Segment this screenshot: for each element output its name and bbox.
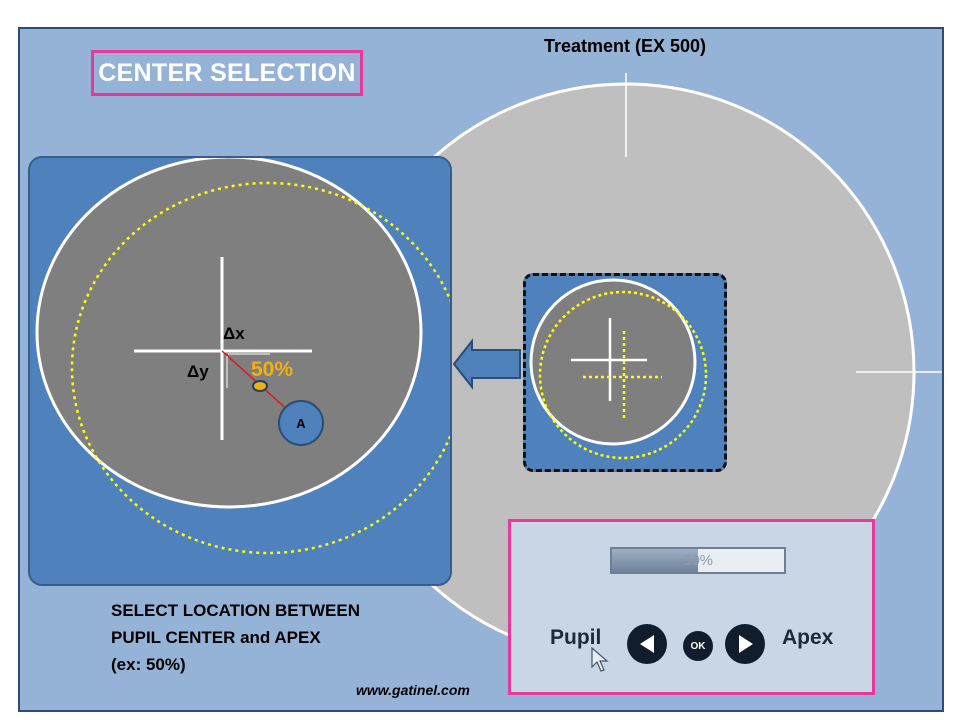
mouse-cursor-icon bbox=[591, 647, 609, 672]
instructions-line-2: PUPIL CENTER and APEX bbox=[111, 628, 321, 647]
ok-button[interactable]: OK bbox=[683, 631, 713, 661]
percent-progress-bar: 50% bbox=[610, 547, 786, 574]
pupil-label: Pupil bbox=[550, 626, 602, 649]
move-toward-apex-button[interactable] bbox=[725, 624, 765, 664]
progress-fill bbox=[612, 549, 698, 572]
zoomed-view-panel: A Δx Δy 50% bbox=[28, 156, 452, 586]
progress-text: 50% bbox=[682, 552, 714, 569]
diagram-frame: CENTER SELECTION Treatment (EX 500) A Δx… bbox=[18, 27, 944, 712]
apex-circle bbox=[278, 400, 324, 446]
eye-thumbnail bbox=[529, 278, 708, 460]
treatment-label: Treatment (EX 500) bbox=[543, 36, 707, 56]
apex-marker-label: A bbox=[296, 416, 306, 431]
triangle-left-icon bbox=[640, 635, 654, 653]
eye-thumbnail-panel bbox=[523, 273, 727, 472]
pupil-circle bbox=[35, 158, 423, 509]
thumbnail-pupil-circle bbox=[529, 278, 697, 446]
selected-center-marker bbox=[252, 380, 268, 392]
instructions-text: SELECT LOCATION BETWEEN PUPIL CENTER and… bbox=[111, 597, 360, 678]
selection-control-panel: 50% Pupil OK Apex bbox=[508, 519, 875, 695]
move-toward-pupil-button[interactable] bbox=[627, 624, 667, 664]
delta-y-label: Δy bbox=[187, 362, 209, 381]
website-credit: www.gatinel.com bbox=[356, 682, 470, 698]
triangle-right-icon bbox=[739, 635, 753, 653]
instructions-line-1: SELECT LOCATION BETWEEN bbox=[111, 601, 361, 620]
instructions-line-3: (ex: 50%) bbox=[111, 655, 186, 674]
page-title: CENTER SELECTION bbox=[91, 50, 363, 96]
percent-label: 50% bbox=[251, 358, 293, 381]
thumbnail-ablation-zone bbox=[538, 290, 708, 460]
arrow-left-icon bbox=[452, 338, 521, 390]
apex-label: Apex bbox=[782, 626, 834, 649]
ablation-zone-dotted bbox=[70, 181, 450, 555]
delta-x-label: Δx bbox=[223, 324, 245, 343]
zoomed-view: A Δx Δy 50% bbox=[35, 158, 450, 555]
